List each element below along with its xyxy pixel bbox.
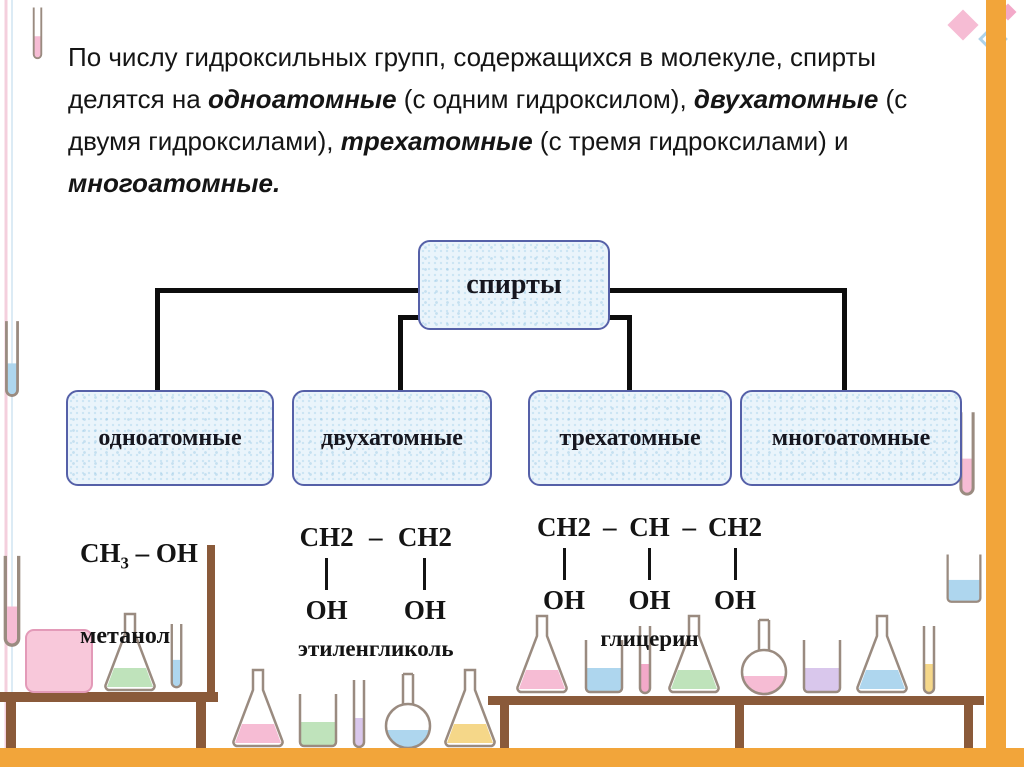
formula-ethylene-glycol: CH2 – CH2 OH OH этиленгликоль bbox=[298, 522, 454, 662]
slide-border-bottom bbox=[0, 748, 1024, 767]
diagram-node-label: двухатомные bbox=[321, 424, 463, 451]
formula-text: CH2 bbox=[537, 512, 591, 542]
slide-border-right bbox=[986, 0, 1006, 767]
spacer bbox=[372, 610, 380, 611]
diagram-node-label: многоатомные bbox=[771, 424, 931, 451]
intro-term-polyhydric: многоатомные. bbox=[68, 168, 281, 198]
diagram-node-polyhydric: многоатомные bbox=[740, 390, 962, 486]
formula-text: OH bbox=[714, 585, 757, 615]
vertical-bond bbox=[423, 558, 427, 590]
formula-text: – bbox=[682, 512, 697, 542]
diagram-node-dihydric: двухатомные bbox=[292, 390, 492, 486]
formula-text: CH2 bbox=[708, 512, 763, 542]
vertical-bond bbox=[562, 548, 566, 580]
compound-name-ethylene-glycol: этиленгликоль bbox=[298, 636, 454, 661]
vertical-bond bbox=[733, 548, 737, 580]
intro-paragraph: По числу гидроксильных групп, содержащих… bbox=[68, 36, 950, 204]
formula-text: CH bbox=[80, 538, 121, 568]
intro-term-dihydric: двухатомные bbox=[693, 84, 879, 114]
diagram-root-alcohols: спирты bbox=[418, 240, 610, 330]
diagram-node-label: трехатомные bbox=[559, 424, 701, 451]
formula-methanol: CH3 – OH метанол bbox=[80, 538, 198, 650]
formula-text: OH bbox=[628, 585, 671, 615]
ethylene-glycol-structure: CH2 – CH2 OH OH bbox=[298, 522, 454, 626]
intro-term-monohydric: одноатомные bbox=[207, 84, 397, 114]
left-table bbox=[0, 545, 218, 752]
compound-name-methanol: метанол bbox=[80, 623, 171, 650]
spacer bbox=[606, 600, 614, 601]
spacer bbox=[372, 574, 380, 575]
formula-text: – bbox=[603, 512, 617, 542]
formula-text: CH2 bbox=[299, 522, 354, 552]
glycerin-structure: CH2 – CH – CH2 OH OH OH bbox=[537, 512, 762, 616]
formula-text: – OH bbox=[128, 538, 198, 568]
connector-line bbox=[398, 315, 403, 390]
formula-glycerin: CH2 – CH – CH2 OH OH OH глицерин bbox=[537, 512, 762, 652]
diamond-ornaments bbox=[947, 3, 1017, 54]
connector-line bbox=[627, 315, 632, 390]
formula-text: CH2 bbox=[397, 522, 452, 552]
connector-line bbox=[608, 288, 847, 293]
formula-text: CH bbox=[629, 512, 670, 542]
intro-text-segment: По числу гидроксильных групп, содержащих… bbox=[68, 42, 877, 114]
diagram-node-label: одноатомные bbox=[98, 424, 242, 451]
diagram-node-trihydric: трехатомные bbox=[528, 390, 732, 486]
compound-name-glycerin: глицерин bbox=[600, 626, 699, 651]
spacer bbox=[606, 564, 614, 565]
connector-line bbox=[155, 288, 420, 293]
intro-text-segment: (с тремя гидроксилами) и bbox=[532, 126, 849, 156]
formula-text: – bbox=[368, 522, 383, 552]
intro-text-segment: (с двумя гидроксилами), bbox=[68, 84, 908, 156]
formula-text: OH bbox=[542, 585, 585, 615]
connector-line bbox=[842, 288, 847, 390]
formula-text: OH bbox=[305, 595, 348, 625]
diagram-node-monohydric: одноатомные bbox=[66, 390, 274, 486]
right-shelf bbox=[488, 614, 984, 752]
vertical-bond bbox=[648, 548, 651, 580]
spacer bbox=[685, 564, 693, 565]
intro-text-segment: (с одним гидроксилом), bbox=[396, 84, 694, 114]
formula-text: OH bbox=[403, 595, 446, 625]
diagram-root-label: спирты bbox=[466, 269, 562, 300]
vertical-bond bbox=[325, 558, 329, 590]
formula-subscript: 3 bbox=[120, 553, 129, 573]
methanol-structure: CH3 – OH bbox=[80, 538, 198, 573]
spacer bbox=[685, 600, 693, 601]
connector-line bbox=[155, 288, 160, 390]
intro-term-trihydric: трехатомные bbox=[340, 126, 533, 156]
